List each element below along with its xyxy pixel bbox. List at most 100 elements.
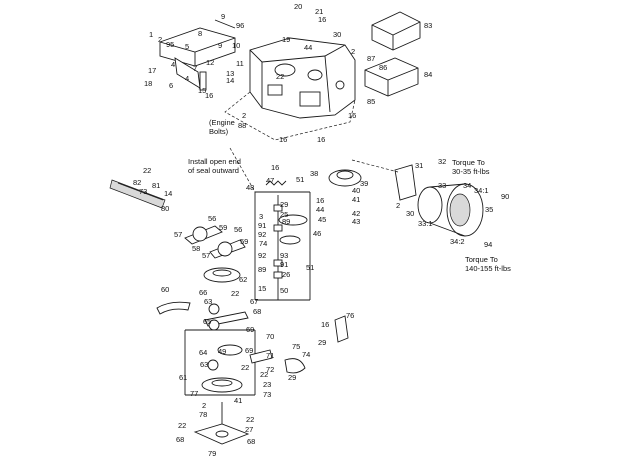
callout: 63 [204, 297, 213, 306]
callout: 16 [318, 15, 327, 24]
callout: 94 [484, 240, 493, 249]
callout: 9 [218, 41, 223, 50]
bracket-74 [284, 358, 306, 374]
mounting-plate [193, 402, 250, 445]
callout: 69 [246, 325, 255, 334]
callout: 42 [352, 209, 361, 218]
callout: 91 [280, 260, 289, 269]
callout: 4 [171, 60, 176, 69]
torque-lower-line-2: 140-155 ft-lbs [465, 264, 511, 274]
callout: 51 [296, 175, 305, 184]
callout: 34:1 [474, 186, 489, 195]
pulley-62 [203, 267, 241, 283]
seat-bracket [159, 19, 236, 91]
torque-note-upper: Torque To 30-35 ft-lbs [452, 158, 490, 177]
callout: 4 [185, 74, 190, 83]
callout: 59 [219, 223, 228, 232]
callout: 62 [239, 275, 248, 284]
callout: 25 [280, 210, 289, 219]
center-pulley-stack [229, 147, 311, 301]
callout: 15 [258, 284, 267, 293]
callout: 35 [485, 205, 494, 214]
callout: 86 [379, 63, 388, 72]
callout: 2 [351, 47, 356, 56]
callout: 41 [234, 396, 243, 405]
callout: 69 [245, 346, 254, 355]
callout: 11 [236, 59, 244, 68]
callout: 20 [294, 2, 303, 11]
callout: 68 [247, 437, 256, 446]
clutch-stack [184, 303, 273, 396]
pulley-39 [328, 169, 362, 187]
callout: 23 [263, 380, 272, 389]
callout: 58 [192, 244, 201, 253]
torque-lower-line-1: Torque To [465, 255, 498, 264]
seal-note-line-1: Install open end [188, 157, 241, 166]
callout: 80 [161, 204, 170, 213]
seal-bar [109, 179, 166, 209]
callout: 22 [276, 72, 285, 81]
callout: 84 [424, 70, 433, 79]
callout: 65 [203, 317, 212, 326]
callout: 18 [144, 79, 153, 88]
callout: 17 [148, 66, 157, 75]
callout: 7 [193, 64, 198, 73]
callout: 70 [266, 332, 275, 341]
callout: 81 [152, 181, 161, 190]
callout: 48 [246, 183, 255, 192]
callout: 56 [208, 214, 217, 223]
callout: 10 [232, 41, 241, 50]
callout: 88 [238, 121, 247, 130]
callout: 78 [199, 410, 208, 419]
callout: 49 [218, 347, 227, 356]
callout: 92 [258, 251, 267, 260]
callout: 61 [179, 373, 188, 382]
callout: 64 [199, 348, 208, 357]
callout: 16 [317, 135, 326, 144]
callout: 73 [263, 390, 272, 399]
callout: 73 [139, 187, 148, 196]
callout: 29 [288, 373, 297, 382]
callout: 90 [501, 192, 510, 201]
callout: 15 [198, 86, 207, 95]
callout: 89 [282, 217, 291, 226]
callout: 39 [360, 179, 369, 188]
callout: 13 [226, 69, 235, 78]
callout: 74 [302, 350, 311, 359]
torque-upper-line-1: Torque To [452, 158, 485, 167]
seal-install-note: Install open end of seal outward [188, 157, 241, 176]
callout: 12 [206, 58, 215, 67]
callout: 34:2 [450, 237, 465, 246]
callout: 16 [316, 196, 325, 205]
callout: 43 [352, 217, 361, 226]
callout: 1 [149, 30, 154, 39]
engine-outline [224, 91, 356, 141]
wheel-assembly [351, 159, 484, 237]
callout: 45 [318, 215, 327, 224]
callout: 2 [202, 401, 207, 410]
callout: 14 [226, 76, 235, 85]
callout: 5 [185, 42, 190, 51]
callout: 30 [406, 209, 415, 218]
callout: 8 [198, 29, 203, 38]
callout: 79 [208, 449, 217, 458]
callout: 2 [396, 201, 401, 210]
spring-47 [265, 180, 287, 186]
callout: 46 [313, 229, 322, 238]
callout: 27 [245, 425, 254, 434]
callout: 41 [352, 195, 361, 204]
callout: 22 [178, 421, 187, 430]
callout: 22 [241, 363, 250, 372]
engine-bolts-note: (Engine Bolts) [209, 118, 235, 137]
callout: 22 [231, 289, 240, 298]
callout: 95 [166, 40, 175, 49]
callout: 16 [279, 135, 288, 144]
callout: 2 [158, 35, 163, 44]
callout: 29 [280, 200, 289, 209]
callout: 89 [258, 265, 267, 274]
callout: 77 [190, 389, 199, 398]
callout: 68 [253, 307, 262, 316]
callout: 74 [259, 239, 268, 248]
callout: 85 [367, 97, 376, 106]
